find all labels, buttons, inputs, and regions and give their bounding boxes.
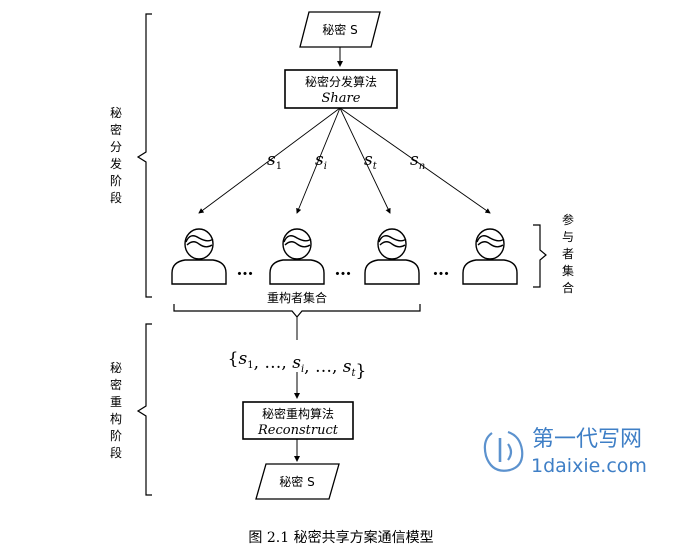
ellipsis-3: …: [433, 260, 450, 280]
reconstruct-set-label: 重构者集合: [267, 290, 327, 305]
ellipsis-1: …: [237, 260, 254, 280]
phase-reconstruction-label: 秘密重构阶段: [110, 361, 122, 460]
share-labels: s1 si st sn: [267, 150, 425, 172]
participant-4: [462, 228, 518, 285]
phase-distribution-label: 秘密分发阶段: [110, 106, 122, 205]
share-label-i: si: [315, 150, 327, 172]
reconstruct-algorithm-title: 秘密重构算法: [262, 406, 334, 421]
secret-input-shape: 秘密 S: [299, 11, 381, 48]
watermark-url: 1daixie.com: [531, 455, 647, 477]
participants-brace: [533, 224, 547, 288]
figure-caption: 图 2.1 秘密共享方案通信模型: [248, 529, 433, 546]
participants-label: 参与者集合: [562, 212, 574, 295]
watermark-logo: [483, 430, 524, 472]
participant-2: [269, 228, 325, 285]
reconstruct-algorithm-name: Reconstruct: [257, 423, 339, 438]
share-set-formula: {s1, …, si, …, st}: [228, 349, 367, 381]
share-label-t: st: [364, 150, 378, 172]
share-distribution-arrows: [198, 107, 491, 214]
reconstruct-algorithm-box: 秘密重构算法 Reconstruct: [242, 401, 354, 440]
phase-distribution-brace: [136, 13, 152, 298]
secret-output-label: 秘密 S: [279, 474, 314, 489]
share-algorithm-title: 秘密分发算法: [305, 74, 377, 89]
reconstruct-set-brace: [173, 304, 421, 318]
watermark-cn: 第一代写网: [532, 427, 642, 452]
share-label-1: s1: [267, 150, 282, 172]
secret-output-shape: 秘密 S: [255, 463, 340, 500]
share-algorithm-name: Share: [322, 91, 361, 106]
participant-3: [364, 228, 420, 285]
share-label-n: sn: [410, 150, 425, 172]
ellipsis-2: …: [335, 260, 352, 280]
share-algorithm-box: 秘密分发算法 Share: [284, 69, 398, 109]
share-set-text: {s1, …, si, …, st}: [228, 349, 367, 381]
participant-1: [171, 228, 227, 285]
phase-reconstruction-brace: [136, 323, 152, 496]
secret-input-label: 秘密 S: [322, 22, 357, 37]
